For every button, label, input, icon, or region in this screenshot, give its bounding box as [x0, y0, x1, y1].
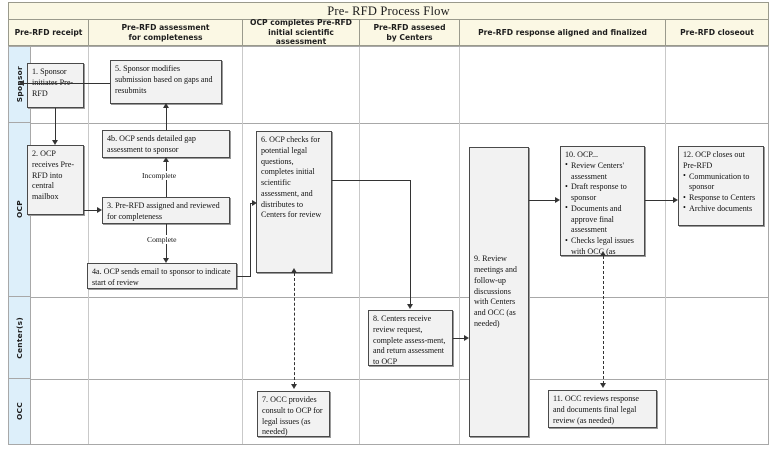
lane-text-centers: Center(s) [15, 316, 24, 359]
connector-6-to-7-dashed [294, 273, 295, 385]
phase-divider-4 [459, 47, 460, 444]
process-box-10-heading: 10. OCP... [565, 150, 599, 159]
process-box-9[interactable]: 9. Review meetings and follow-up discuss… [469, 147, 529, 437]
process-box-11[interactable]: 11. OCC reviews response and documents f… [548, 390, 657, 428]
process-box-3[interactable]: 3. Pre-RFD assigned and reviewed for com… [102, 197, 230, 224]
edge-label-incomplete: Incomplete [140, 171, 179, 180]
arrowhead-10-to-11 [600, 383, 606, 388]
process-box-12[interactable]: 12. OCP closes out Pre-RFD Communication… [678, 146, 764, 226]
process-box-10-item: Checks legal issues with OCC (as needed) [565, 235, 640, 255]
phase-header-response: Pre-RFD response aligned and finalized [460, 20, 666, 45]
process-box-9-text: 9. Review meetings and follow-up discuss… [474, 254, 517, 328]
process-box-7[interactable]: 7. OCC provides consult to OCP for legal… [257, 391, 330, 437]
phase-header-receipt: Pre-RFD receipt [9, 20, 89, 45]
lane-divider-centers-occ [31, 379, 768, 380]
process-box-2[interactable]: 2. OCP receives Pre-RFD into central mai… [27, 145, 84, 215]
arrowhead-6-to-8 [407, 304, 413, 309]
phase-divider-3 [359, 47, 360, 444]
process-box-8[interactable]: 8. Centers receive review request, compl… [368, 310, 453, 366]
connector-10-to-12 [645, 200, 674, 201]
connector-9-to-10 [529, 200, 556, 201]
connector-4b-to-5 [166, 108, 167, 130]
phase-divider-2 [242, 47, 243, 444]
connector-5-to-1 [21, 83, 110, 84]
arrowhead-8-to-9 [464, 335, 469, 341]
lane-divider-ocp-centers [31, 297, 768, 298]
lane-divider-sponsor-ocp [31, 123, 768, 124]
arrowhead-2-to-3 [97, 207, 102, 213]
process-box-10-item: Draft response to sponsor [565, 182, 640, 204]
phase-divider-1 [88, 47, 89, 444]
process-box-4b[interactable]: 4b. OCP sends detailed gap assessment to… [102, 130, 230, 158]
page-title: Pre- RFD Process Flow [327, 3, 450, 18]
arrowhead-10-to-12 [673, 197, 678, 203]
connector-6-to-8-v [410, 180, 411, 305]
arrowhead-1-to-2 [52, 140, 58, 145]
arrowhead-11-to-10 [600, 251, 606, 256]
arrowhead-3-to-4a [163, 258, 169, 263]
connector-1-to-2 [55, 108, 56, 141]
arrowhead-9-to-10 [555, 197, 560, 203]
process-box-10-list: Review Centers' assessment Draft respons… [565, 160, 640, 255]
process-box-12-heading: 12. OCP closes out Pre-RFD [683, 150, 745, 170]
process-box-6[interactable]: 6. OCP checks for potential legal questi… [256, 131, 332, 273]
process-box-5[interactable]: 5. Sponsor modifies submission based on … [110, 60, 222, 104]
edge-label-complete: Complete [145, 235, 179, 244]
process-box-12-item: Communication to sponsor [683, 171, 759, 194]
process-box-10-item: Documents and approve final assessment [565, 203, 640, 236]
process-box-1[interactable]: 1. Sponsor initiates Pre-RFD [27, 63, 84, 108]
connector-10-to-11-dashed [603, 256, 604, 384]
arrowhead-7-to-6 [291, 268, 297, 273]
connector-2-to-3 [84, 210, 98, 211]
lane-label-occ: OCC [9, 379, 31, 444]
diagram-title-band: Pre- RFD Process Flow [8, 2, 769, 20]
lane-text-ocp: OCP [15, 200, 24, 219]
connector-4a-to-6-h [237, 276, 251, 277]
phase-header-closeout: Pre-RFD closeout [680, 27, 754, 37]
connector-4a-to-6-v [250, 203, 251, 277]
arrowhead-3-to-4b [163, 157, 169, 162]
connector-8-to-9 [453, 338, 465, 339]
arrowhead-5-to-1 [19, 80, 24, 86]
process-box-10-item: Review Centers' assessment [565, 160, 640, 183]
process-box-12-list: Communication to sponsor Response to Cen… [683, 171, 759, 215]
process-box-12-item: Archive documents [683, 203, 759, 215]
process-box-12-item: Response to Centers [683, 193, 759, 204]
arrowhead-6-to-7 [291, 384, 297, 389]
connector-6-to-8-h [332, 180, 411, 181]
arrowhead-4b-to-5 [163, 103, 169, 108]
swimlane-grid: Sponsor OCP Center(s) OCC 1. Sponsor ini… [8, 46, 769, 445]
process-box-10[interactable]: 10. OCP... Review Centers' assessment Dr… [560, 146, 645, 256]
process-box-4a[interactable]: 4a. OCP sends email to sponsor to indica… [87, 263, 237, 289]
lane-label-centers: Center(s) [9, 297, 31, 379]
phase-divider-5 [665, 47, 666, 444]
lane-text-occ: OCC [15, 402, 24, 421]
arrowhead-4a-to-6 [252, 200, 257, 206]
